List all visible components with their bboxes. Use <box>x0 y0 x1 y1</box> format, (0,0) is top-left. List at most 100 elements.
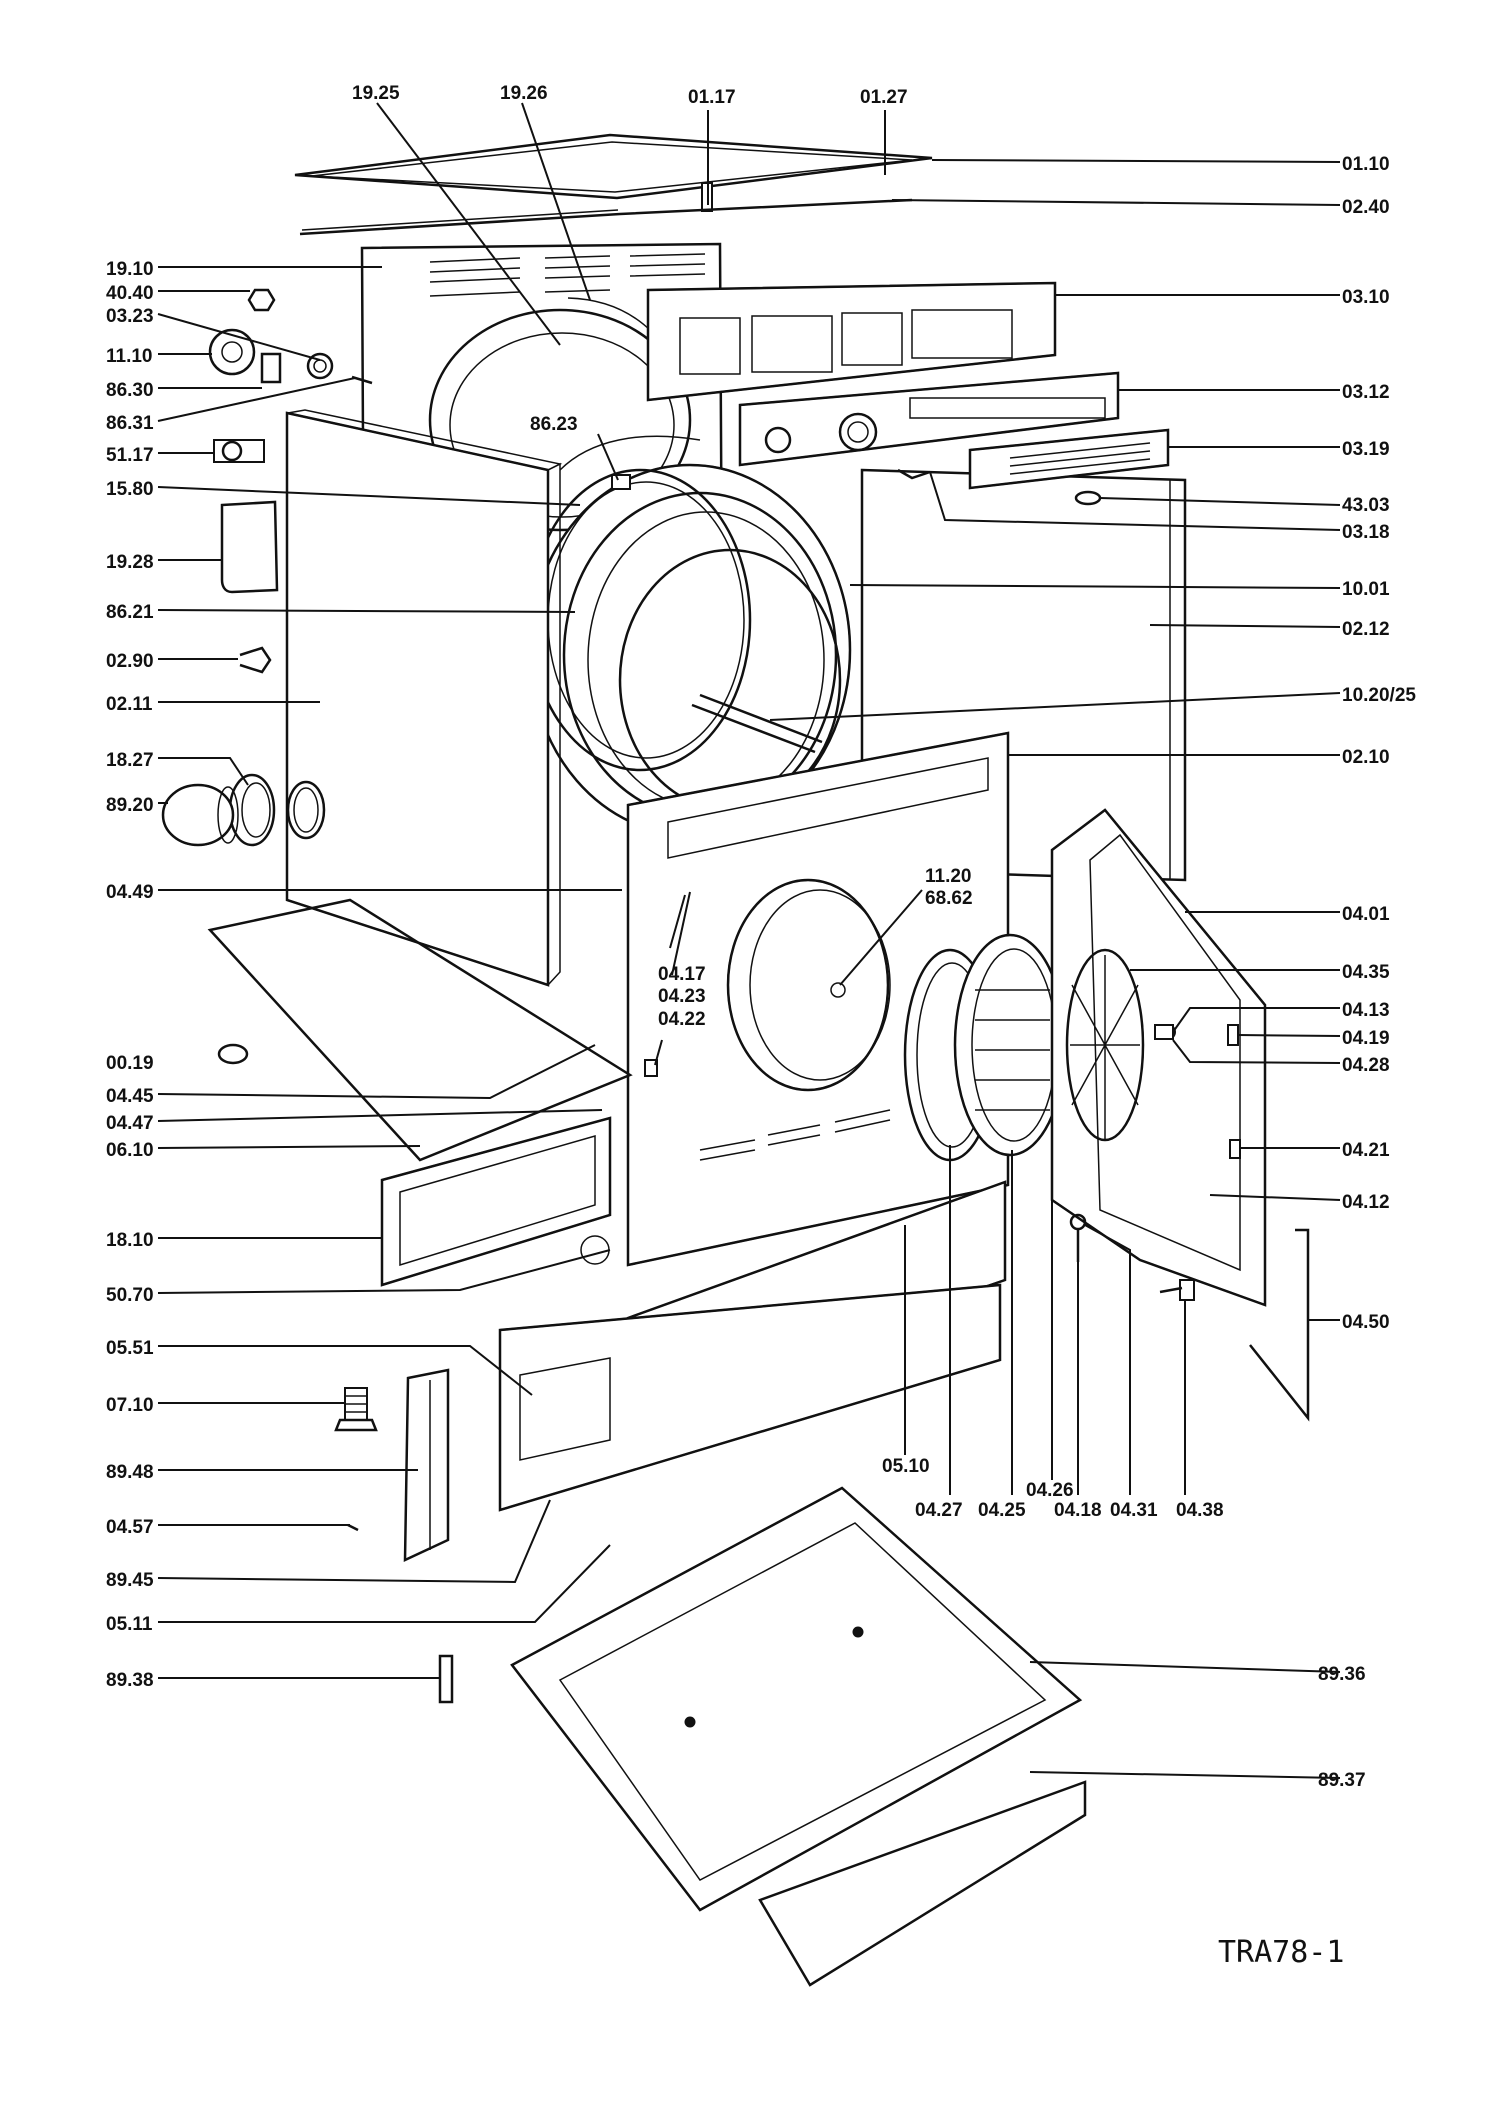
drawing-code: TRA78-1 <box>1218 1935 1344 1970</box>
screw <box>351 375 373 385</box>
thermostat <box>213 439 265 463</box>
label-86-23: 86.23 <box>530 414 578 435</box>
label-05-51: 05.51 <box>106 1338 154 1359</box>
label-04-17: 04.17 <box>658 964 706 985</box>
label-43-03: 43.03 <box>1342 495 1390 516</box>
adjustable-foot <box>334 1387 378 1432</box>
top-cover <box>294 133 933 212</box>
label-04-47: 04.47 <box>106 1113 154 1134</box>
label-10-01: 10.01 <box>1342 579 1390 600</box>
door-switch <box>1159 1279 1195 1301</box>
label-89-48: 89.48 <box>106 1462 154 1483</box>
label-86-31: 86.31 <box>106 413 154 434</box>
door <box>1050 808 1267 1307</box>
label-04-35: 04.35 <box>1342 962 1390 983</box>
label-19-26: 19.26 <box>500 83 548 104</box>
top-seal-strip <box>299 198 913 236</box>
base-plate <box>207 898 633 1162</box>
label-05-11: 05.11 <box>106 1614 153 1635</box>
lint-filter <box>953 933 1067 1157</box>
label-04-50: 04.50 <box>1342 1312 1390 1333</box>
label-04-12: 04.12 <box>1342 1192 1390 1213</box>
label-19-25: 19.25 <box>352 83 400 104</box>
label-00-19: 00.19 <box>106 1053 154 1074</box>
leader-lines <box>157 102 1341 1779</box>
label-06-10: 06.10 <box>106 1140 154 1161</box>
label-04-49: 04.49 <box>106 882 154 903</box>
front-panel <box>626 731 1010 1267</box>
mounting-bracket <box>438 1654 454 1704</box>
hinge-pin <box>1069 1213 1087 1262</box>
label-04-01: 04.01 <box>1342 904 1390 925</box>
side-panel-left <box>285 409 563 987</box>
label-05-10: 05.10 <box>882 1456 930 1477</box>
label-11-20: 11.20 <box>925 866 972 887</box>
kick-panel <box>498 1180 1007 1512</box>
label-04-13: 04.13 <box>1342 1000 1390 1021</box>
label-04-38: 04.38 <box>1176 1500 1224 1521</box>
label-02-11: 02.11 <box>106 694 153 715</box>
side-trim <box>1249 1228 1310 1422</box>
label-03-18: 03.18 <box>1342 522 1390 543</box>
label-89-45: 89.45 <box>106 1570 154 1591</box>
label-40-40: 40.40 <box>106 283 154 304</box>
access-cover <box>220 500 279 594</box>
label-19-28: 19.28 <box>106 552 154 573</box>
label-03-23: 03.23 <box>106 306 154 327</box>
label-02-10: 02.10 <box>1342 747 1390 768</box>
label-02-12: 02.12 <box>1342 619 1390 640</box>
label-04-57: 04.57 <box>106 1517 154 1538</box>
label-03-19: 03.19 <box>1342 439 1390 460</box>
label-86-21: 86.21 <box>106 602 154 623</box>
retaining-clip <box>260 352 282 384</box>
label-04-19: 04.19 <box>1342 1028 1390 1049</box>
label-10-20-25: 10.20/25 <box>1342 685 1416 706</box>
label-89-37: 89.37 <box>1318 1770 1366 1791</box>
label-03-12: 03.12 <box>1342 382 1390 403</box>
label-18-10: 18.10 <box>106 1230 154 1251</box>
door-catch <box>1227 1024 1239 1046</box>
label-04-21: 04.21 <box>1342 1140 1390 1161</box>
door-latch <box>1229 1139 1241 1159</box>
label-68-62: 68.62 <box>925 888 973 909</box>
label-07-10: 07.10 <box>106 1395 154 1416</box>
label-19-10: 19.10 <box>106 259 154 280</box>
rubber-foot <box>217 1043 249 1065</box>
label-04-45: 04.45 <box>106 1086 154 1107</box>
label-04-18: 04.18 <box>1054 1500 1102 1521</box>
control-panel-fascia <box>738 371 1120 467</box>
front-kick-frame <box>380 1116 612 1287</box>
label-04-28: 04.28 <box>1342 1055 1390 1076</box>
drum-bearing-part <box>611 474 631 490</box>
label-01-17: 01.17 <box>688 87 736 108</box>
shelf-frame <box>510 1486 1087 1987</box>
door-hinge-part <box>1154 1024 1174 1040</box>
label-51-17: 51.17 <box>106 445 154 466</box>
label-04-31: 04.31 <box>1110 1500 1158 1521</box>
label-01-10: 01.10 <box>1342 154 1390 175</box>
label-86-30: 86.30 <box>106 380 154 401</box>
control-clip <box>897 468 931 480</box>
label-03-10: 03.10 <box>1342 287 1390 308</box>
side-bracket <box>403 1368 450 1562</box>
label-04-27: 04.27 <box>915 1500 963 1521</box>
vent-ring <box>228 773 276 847</box>
label-02-90: 02.90 <box>106 651 154 672</box>
control-panel-frame <box>646 281 1057 402</box>
hex-nut <box>247 288 276 312</box>
label-50-70: 50.70 <box>106 1285 154 1306</box>
exhaust-adapter <box>161 783 239 847</box>
label-04-22: 04.22 <box>658 1009 706 1030</box>
program-label <box>968 428 1170 490</box>
bracket-clip <box>239 646 272 674</box>
label-04-25: 04.25 <box>978 1500 1026 1521</box>
knob-insert <box>1074 490 1102 506</box>
label-01-27: 01.27 <box>860 87 908 108</box>
label-04-26: 04.26 <box>1026 1480 1074 1501</box>
bearing-flange <box>208 328 256 376</box>
label-15-80: 15.80 <box>106 479 154 500</box>
label-89-36: 89.36 <box>1318 1664 1366 1685</box>
label-04-23: 04.23 <box>658 986 706 1007</box>
label-11-10: 11.10 <box>106 346 153 367</box>
